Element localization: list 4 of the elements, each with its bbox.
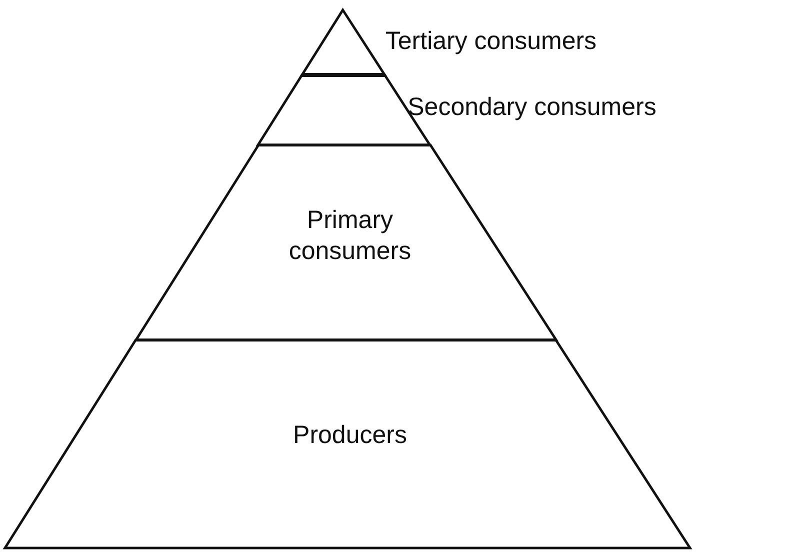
tier-label: Secondary consumers xyxy=(406,92,658,123)
tier-label: Producers xyxy=(292,420,408,451)
tier-label: Tertiary consumers xyxy=(384,26,598,57)
tier-label: Primary consumers xyxy=(288,205,412,268)
